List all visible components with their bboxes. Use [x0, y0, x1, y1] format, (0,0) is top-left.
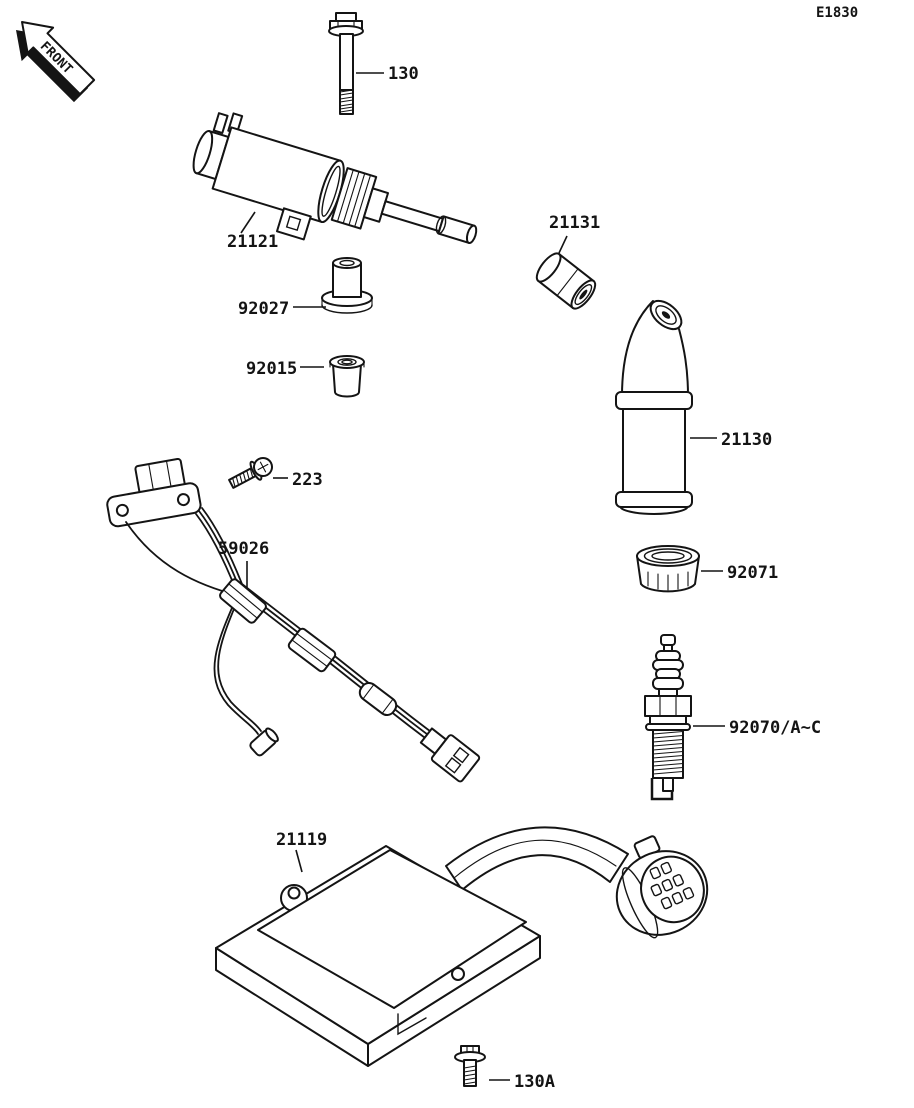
plug-ground-electrode	[650, 778, 674, 801]
grommet-92027	[321, 257, 373, 314]
leader-21131	[558, 235, 568, 254]
igniter-connector	[615, 835, 709, 939]
plug-hex	[644, 695, 692, 717]
bushing-92015	[329, 355, 365, 398]
bolt-130a	[454, 1045, 486, 1087]
part-label-21121: 21121	[227, 232, 278, 252]
harness-clip	[219, 578, 267, 624]
bracket-hole	[176, 493, 190, 507]
plug-insulator-rib	[652, 677, 684, 690]
front-arrow: FRONT	[16, 21, 96, 103]
leader-21119	[295, 849, 303, 873]
leader-21121	[240, 211, 256, 234]
bullet-connector	[249, 727, 279, 757]
screw-223	[228, 457, 273, 489]
igniter-plate	[257, 849, 527, 1009]
connector-pin	[649, 866, 662, 880]
harness-sleeve	[358, 681, 398, 717]
connector-pin	[650, 883, 663, 897]
coil-mount-lug	[275, 207, 312, 241]
harness-clip	[287, 627, 337, 673]
part-label-130a: 130A	[514, 1072, 555, 1092]
spark-plug-92070	[644, 634, 692, 801]
igniter-mount-hole	[287, 886, 301, 900]
harness-branch-wire	[217, 591, 262, 732]
igniter-mount-hole	[451, 967, 465, 981]
coil-lead	[380, 200, 444, 233]
harness-bracket	[106, 457, 202, 528]
part-label-21130: 21130	[721, 430, 772, 450]
bolt-130	[328, 12, 364, 115]
harness-end-connector	[419, 727, 481, 783]
igniter-21119	[215, 826, 709, 1067]
plug-cap-21130	[615, 299, 693, 515]
connector-pin	[661, 878, 674, 892]
part-label-130: 130	[388, 64, 419, 84]
igniter-cable	[445, 826, 629, 891]
harness-wire	[195, 513, 437, 747]
harness-59026	[106, 457, 481, 783]
part-label-21131: 21131	[549, 213, 600, 233]
connector-pin	[672, 874, 684, 887]
connector-pin	[660, 861, 672, 875]
harness-wire	[201, 507, 443, 741]
connector-pin-hole	[444, 757, 462, 774]
part-label-59026: 59026	[218, 539, 269, 559]
part-label-92070: 92070/A~C	[729, 718, 821, 738]
part-label-223: 223	[292, 470, 323, 490]
coil-terminal	[212, 112, 229, 135]
connector-face	[640, 855, 705, 924]
plug-terminal	[660, 634, 676, 646]
connector-pin	[671, 891, 684, 905]
bracket-hole	[115, 503, 129, 517]
plug-cap-body	[622, 408, 686, 495]
part-label-92015: 92015	[246, 359, 297, 379]
harness-wire	[198, 510, 440, 744]
plug-center-electrode	[662, 777, 674, 792]
ignition-coil-21121	[192, 112, 478, 244]
cap-seal-92071	[636, 545, 700, 593]
part-label-92071: 92071	[727, 563, 778, 583]
connector-pin	[682, 887, 695, 900]
part-label-92027: 92027	[238, 299, 289, 319]
terminal-nut-21131	[535, 252, 597, 310]
harness-branch-wire	[213, 593, 259, 735]
connector-pin-hole	[452, 746, 470, 764]
connector-pin	[660, 896, 673, 910]
part-label-21119: 21119	[276, 830, 327, 850]
diagram-code: E1830	[816, 5, 858, 21]
